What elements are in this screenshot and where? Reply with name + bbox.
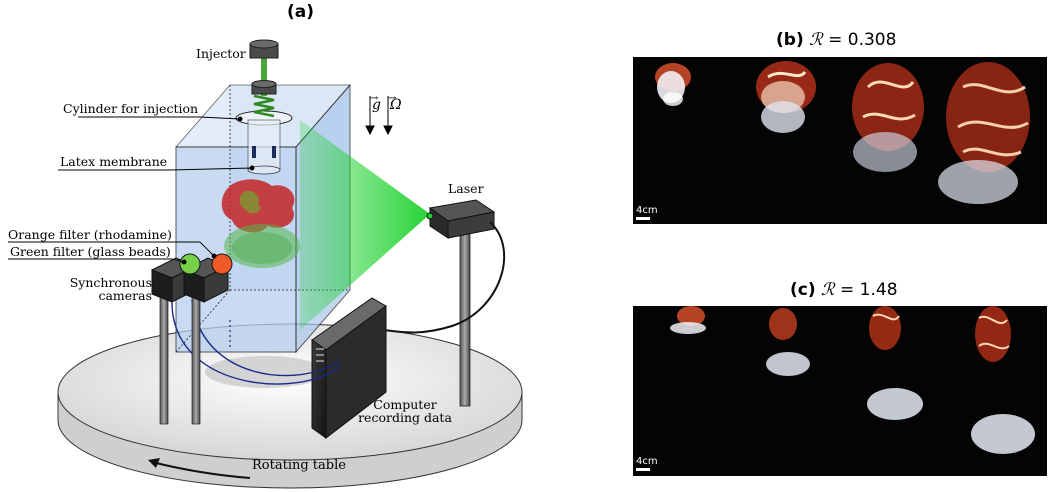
computer-tower bbox=[311, 297, 387, 440]
label-rotating-table: Rotating table bbox=[252, 458, 346, 473]
panel-b-value: = 0.308 bbox=[828, 30, 897, 50]
panel-c-title: (c) ℛ = 1.48 bbox=[790, 280, 898, 300]
label-omega: Ω bbox=[390, 97, 402, 113]
label-green-filter: Green filter (glass beads) bbox=[10, 244, 171, 259]
panel-a-title: (a) bbox=[287, 2, 315, 22]
axis-vectors bbox=[365, 96, 393, 136]
panel-b-title: (b) ℛ = 0.308 bbox=[776, 30, 897, 50]
leader-lines bbox=[8, 116, 255, 265]
label-cameras-line1: Synchronous bbox=[69, 275, 152, 290]
laser-cable bbox=[383, 221, 506, 334]
label-cameras-line2: cameras bbox=[98, 288, 152, 303]
photo-c: 4cm bbox=[633, 306, 1047, 476]
photo-c-image bbox=[670, 306, 1035, 454]
rotation-arrow-head bbox=[148, 458, 160, 468]
label-cylinder: Cylinder for injection bbox=[63, 101, 199, 116]
label-injector: Injector bbox=[196, 46, 246, 61]
green-filter bbox=[179, 253, 201, 275]
scale-bar-c-label: 4cm bbox=[636, 456, 658, 467]
panel-c-value: = 1.48 bbox=[840, 280, 898, 300]
label-cameras: Synchronous cameras bbox=[66, 276, 152, 302]
camera-stand-1 bbox=[159, 291, 169, 425]
camera-stand-2 bbox=[191, 291, 201, 425]
label-membrane: Latex membrane bbox=[60, 154, 168, 169]
laser-device bbox=[426, 199, 496, 407]
rotating-table bbox=[57, 323, 523, 489]
photo-b-image bbox=[655, 61, 1030, 204]
label-computer-line2: recording data bbox=[358, 410, 452, 425]
label-gravity: g bbox=[372, 97, 381, 113]
label-gravity-arrow: → bbox=[370, 93, 379, 104]
scale-bar-c: 4cm bbox=[636, 456, 658, 471]
label-omega-arrow: → bbox=[388, 93, 397, 104]
label-laser: Laser bbox=[448, 181, 484, 196]
scale-bar-b: 4cm bbox=[636, 205, 658, 220]
photo-b: 4cm bbox=[633, 57, 1047, 224]
orange-filter bbox=[211, 253, 233, 275]
injection-system bbox=[235, 39, 293, 175]
glass-beads-cloud bbox=[224, 224, 300, 268]
rotation-arrow bbox=[151, 461, 251, 479]
dye-plume bbox=[221, 179, 295, 233]
scale-bar-b-label: 4cm bbox=[636, 205, 658, 216]
label-computer: Computer recording data bbox=[355, 398, 455, 424]
camera-cable-2 bbox=[171, 299, 341, 385]
label-orange-filter: Orange filter (rhodamine) bbox=[8, 227, 172, 242]
laser-sheet bbox=[300, 120, 430, 330]
apparatus-diagram bbox=[8, 39, 523, 489]
label-computer-line1: Computer bbox=[373, 397, 437, 412]
panel-b-symbol: ℛ bbox=[809, 30, 823, 50]
panel-c-symbol: ℛ bbox=[821, 280, 835, 300]
